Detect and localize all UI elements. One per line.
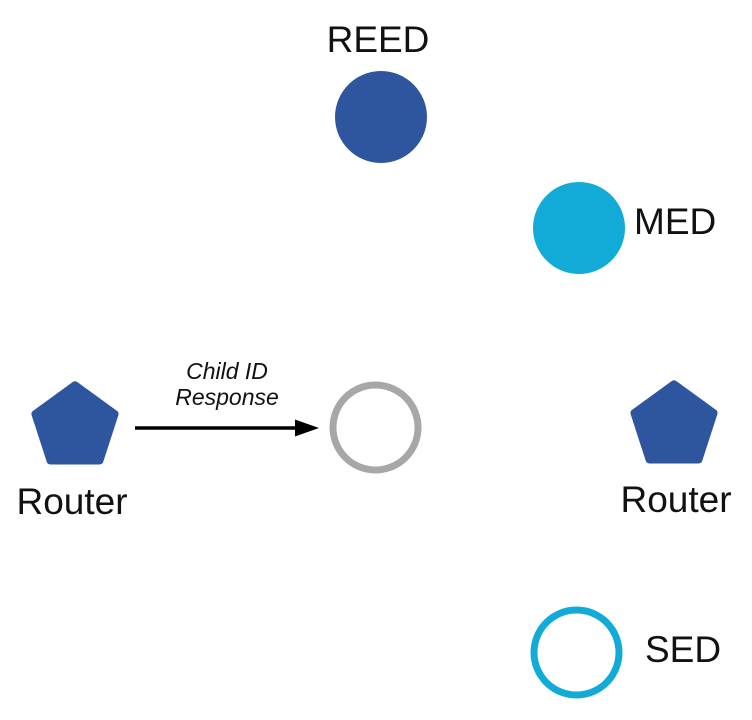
- router-left-icon: [31, 381, 119, 465]
- attaching-child-node-icon: [329, 381, 422, 474]
- med-node-icon: [533, 182, 625, 274]
- child-id-response-label: Child ID Response: [147, 358, 307, 410]
- reed-node-icon: [335, 71, 427, 163]
- child-id-response-arrow: [135, 419, 319, 437]
- sed-node-icon: [530, 606, 623, 699]
- sed-node-label: SED: [645, 629, 722, 670]
- router-right-label: Router: [620, 479, 732, 520]
- child-id-response-label-line1: Child ID: [186, 358, 268, 384]
- child-id-response-label-line2: Response: [175, 384, 279, 410]
- router-left-label: Router: [16, 481, 128, 522]
- reed-node-label: REED: [326, 19, 430, 60]
- router-right-icon: [630, 380, 718, 464]
- med-node-label: MED: [634, 201, 717, 242]
